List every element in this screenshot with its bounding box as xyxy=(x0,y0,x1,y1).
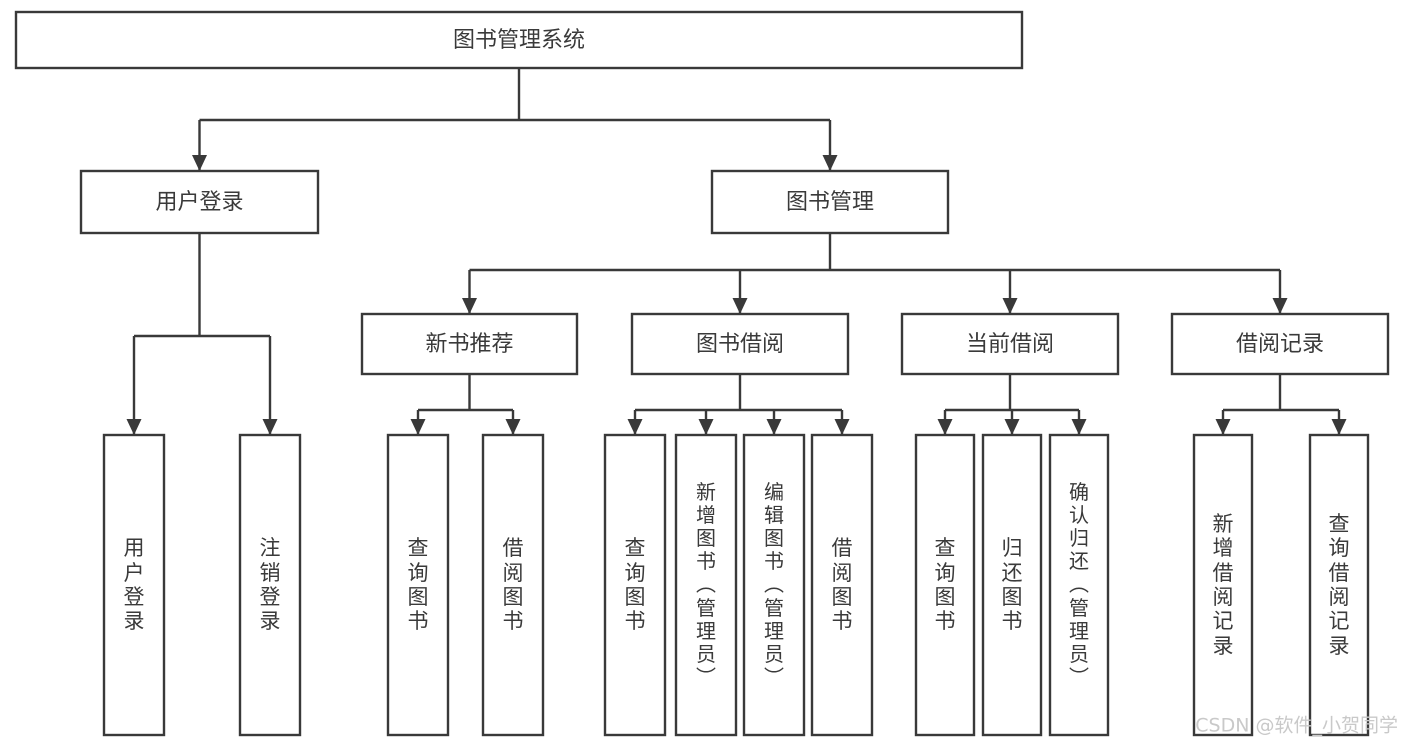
node-current-borrow-label: 当前借阅 xyxy=(966,332,1054,357)
leaf-book-borrow-arrow-2 xyxy=(766,419,782,435)
node-leaf-user-logout[interactable] xyxy=(238,433,302,737)
node-book-borrow-label: 图书借阅 xyxy=(696,332,784,357)
node-book-borrow-rect[interactable] xyxy=(630,312,850,376)
leaf-user-login-arrow-0 xyxy=(126,419,142,435)
node-root-rect[interactable] xyxy=(14,10,1024,70)
node-borrow-record-rect[interactable] xyxy=(1170,312,1390,376)
book-management-arrow-2 xyxy=(1002,298,1018,314)
node-new-book-recommend[interactable] xyxy=(360,312,579,376)
leaf-borrow-record-arrow-1 xyxy=(1331,419,1347,435)
node-leaf-borrow-book-1[interactable] xyxy=(481,433,545,737)
node-borrow-record-label: 借阅记录 xyxy=(1236,332,1324,357)
node-leaf-confirm-return-rect[interactable] xyxy=(1048,433,1110,737)
node-borrow-record[interactable] xyxy=(1170,312,1390,376)
leaf-new-book-recommend-arrow-0 xyxy=(410,419,426,435)
node-leaf-query-book-3-rect[interactable] xyxy=(914,433,976,737)
node-leaf-query-book-3[interactable] xyxy=(914,433,976,737)
node-root[interactable] xyxy=(14,10,1024,70)
node-user-login-rect[interactable] xyxy=(79,169,320,235)
leaf-current-borrow-arrow-0 xyxy=(937,419,953,435)
node-user-login-label: 用户登录 xyxy=(155,190,243,215)
leaf-new-book-recommend-arrow-1 xyxy=(505,419,521,435)
node-leaf-query-record-rect[interactable] xyxy=(1308,433,1370,737)
node-current-borrow-rect[interactable] xyxy=(900,312,1120,376)
node-new-book-recommend-rect[interactable] xyxy=(360,312,579,376)
book-management-arrow-1 xyxy=(732,298,748,314)
leaf-book-borrow-arrow-1 xyxy=(698,419,714,435)
leaf-current-borrow-arrow-1 xyxy=(1004,419,1020,435)
node-leaf-user-login[interactable] xyxy=(102,433,166,737)
node-book-borrow[interactable] xyxy=(630,312,850,376)
node-leaf-add-record-rect[interactable] xyxy=(1192,433,1254,737)
leaf-current-borrow-arrow-2 xyxy=(1071,419,1087,435)
node-leaf-query-book-2-rect[interactable] xyxy=(603,433,667,737)
node-book-management-rect[interactable] xyxy=(710,169,950,235)
root-arrow-0 xyxy=(192,155,207,171)
node-user-login[interactable] xyxy=(79,169,320,235)
node-leaf-query-book-2[interactable] xyxy=(603,433,667,737)
connector-layer xyxy=(126,68,1347,435)
leaf-user-login-arrow-1 xyxy=(262,419,278,435)
node-current-borrow[interactable] xyxy=(900,312,1120,376)
root-arrow-1 xyxy=(822,155,838,171)
csdn-watermark: CSDN @软件_小贺同学 xyxy=(1195,715,1398,737)
node-leaf-borrow-book-2-rect[interactable] xyxy=(810,433,874,737)
node-leaf-query-book-1-rect[interactable] xyxy=(386,433,450,737)
node-new-book-recommend-label: 新书推荐 xyxy=(425,332,513,357)
book-management-arrow-3 xyxy=(1272,298,1288,314)
node-leaf-query-record[interactable] xyxy=(1308,433,1370,737)
node-leaf-user-login-rect[interactable] xyxy=(102,433,166,737)
node-book-management-label: 图书管理 xyxy=(786,190,874,215)
node-leaf-add-book-rect[interactable] xyxy=(674,433,738,737)
node-leaf-confirm-return[interactable] xyxy=(1048,433,1110,737)
node-leaf-user-logout-rect[interactable] xyxy=(238,433,302,737)
leaf-book-borrow-arrow-0 xyxy=(627,419,643,435)
node-leaf-return-book[interactable] xyxy=(981,433,1043,737)
node-book-management[interactable] xyxy=(710,169,950,235)
leaf-borrow-record-arrow-0 xyxy=(1215,419,1231,435)
node-leaf-edit-book-rect[interactable] xyxy=(742,433,806,737)
node-leaf-edit-book[interactable] xyxy=(742,433,806,737)
node-leaf-add-record[interactable] xyxy=(1192,433,1254,737)
node-leaf-borrow-book-1-rect[interactable] xyxy=(481,433,545,737)
node-root-label: 图书管理系统 xyxy=(453,28,585,53)
book-management-arrow-0 xyxy=(462,298,477,314)
node-leaf-add-book[interactable] xyxy=(674,433,738,737)
node-leaf-query-book-1[interactable] xyxy=(386,433,450,737)
node-leaf-borrow-book-2[interactable] xyxy=(810,433,874,737)
node-leaf-return-book-rect[interactable] xyxy=(981,433,1043,737)
leaf-book-borrow-arrow-3 xyxy=(834,419,850,435)
